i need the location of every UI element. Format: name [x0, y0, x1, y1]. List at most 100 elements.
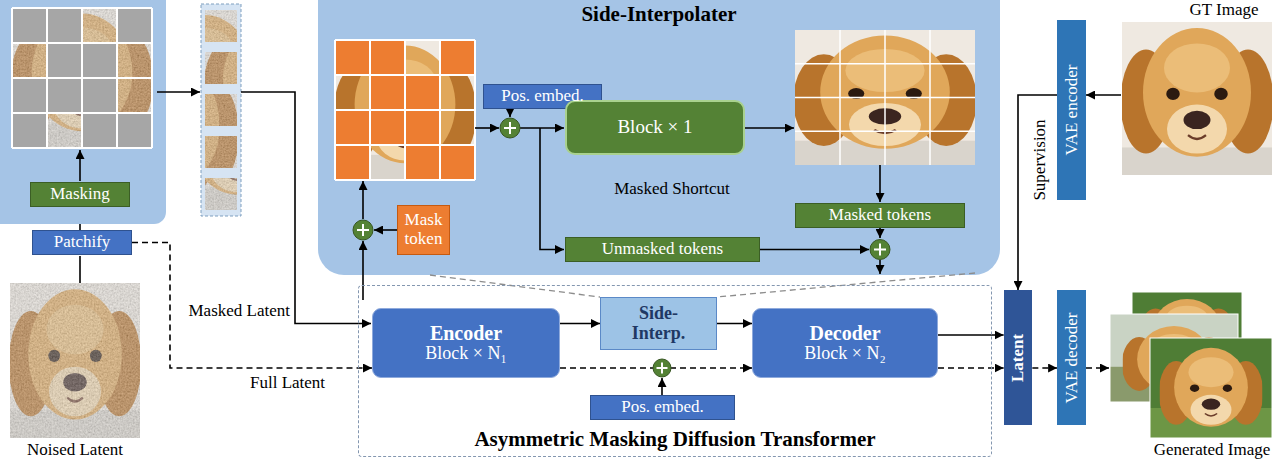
box-label: Encoder: [430, 322, 502, 344]
masked-patch: [117, 113, 152, 148]
masked-token-grid: [370, 75, 405, 110]
flow-line: [879, 165, 881, 202]
flow-line: [879, 228, 881, 238]
masked-patch: [47, 78, 82, 113]
masking-panel: [12, 8, 152, 148]
flow-line: [509, 109, 511, 117]
flow-line: [520, 127, 564, 129]
masking-panel: [0, 0, 166, 224]
flow-line: [760, 249, 869, 251]
box-label: Masking: [50, 185, 110, 204]
connector: [560, 323, 600, 325]
masked-token-grid: [405, 75, 440, 110]
token-strip: [108, 4, 335, 216]
image-caption: GT Image: [1189, 1, 1258, 20]
box-label: Decoder: [809, 322, 880, 344]
masked-token-grid: [440, 40, 475, 75]
annotation: Masked Shortcut: [614, 180, 730, 199]
zoom-line: [430, 275, 600, 297]
masked-patch: [82, 113, 117, 148]
add-operator: [357, 224, 369, 236]
flow-line: [661, 378, 663, 395]
flow-line: [79, 256, 81, 283]
box-sublabel: Block × N₂: [804, 344, 885, 364]
token-strip: [108, 62, 239, 190]
masked-patch: [47, 43, 82, 78]
token-strip: [172, 82, 303, 210]
masked-patch: [12, 113, 47, 148]
token-strip: [172, 82, 303, 210]
token-box: Mask token: [397, 205, 450, 255]
masked-token-grid: [440, 145, 475, 180]
process-box: Patchify: [32, 230, 132, 255]
flow-line: [80, 92, 1121, 395]
encoder-box: EncoderBlock × N₁: [372, 308, 560, 378]
masked-token-grid: [335, 145, 370, 180]
generated-images: [1150, 338, 1272, 438]
box-label: Side-Interpolater: [581, 3, 736, 26]
noised-latent-image: [9, 283, 142, 438]
masked-token-grid: [335, 40, 370, 75]
masked-patch: [82, 78, 117, 113]
masked-patch: [117, 8, 152, 43]
label-text: Supervision: [1030, 119, 1049, 200]
label-text: Masked Shortcut: [614, 179, 730, 198]
flow-line: [362, 241, 364, 300]
annotation: Supervision: [1031, 119, 1050, 200]
label-text: Generated Image: [1154, 440, 1271, 459]
flow-line: [1086, 367, 1109, 369]
masked-token-grid: [405, 110, 440, 145]
generated-images: [1110, 292, 1272, 438]
add-operator: [874, 244, 886, 256]
connector: [1018, 95, 1057, 290]
label-text: Full Latent: [250, 373, 325, 392]
flow-line: [79, 150, 81, 181]
connector: [132, 243, 372, 369]
masked-patch: [47, 8, 82, 43]
image-caption: Noised Latent: [27, 441, 123, 460]
flow-line: [475, 127, 499, 129]
box-label: Unmasked tokens: [602, 240, 723, 259]
box-label: Asymmetric Masking Diffusion Transformer: [474, 428, 875, 451]
box-label: Latent: [1009, 333, 1028, 381]
masked-token-grid: [334, 40, 477, 180]
flow-line: [879, 260, 881, 274]
path-label: Full Latent: [250, 374, 325, 393]
label-text: Noised Latent: [27, 440, 123, 459]
masked-patch: [12, 8, 152, 148]
add-operator: [657, 363, 668, 374]
box-label: Side-Interp.: [622, 304, 696, 344]
connector: [717, 323, 752, 325]
box-label: Block × 1: [617, 117, 692, 138]
masked-patch: [12, 8, 47, 43]
reconstructed-grid: [793, 30, 977, 165]
box-label: VAE decoder: [1062, 312, 1081, 403]
path-label: Masked Latent: [189, 302, 291, 321]
panel-fill: [318, 0, 1000, 275]
embedding-box: Pos. embed.: [590, 395, 735, 420]
masked-token-grid: [334, 40, 477, 180]
token-box: Masked tokens: [795, 203, 965, 228]
module-panel: Side-InterpolaterPos. embed. Block × 1 Mas…: [318, 0, 1000, 275]
flow-line: [540, 128, 564, 250]
noised-latent-image: [9, 283, 142, 438]
add-operator: [504, 122, 516, 134]
masked-token-grid: [405, 145, 440, 180]
masked-token-grid: [335, 40, 475, 180]
token-strip: [108, 62, 239, 190]
module-box: Side-Interp.: [600, 297, 717, 350]
box-label: VAE encoder: [1062, 65, 1081, 156]
masked-token-grid: [335, 40, 475, 180]
model-panel: Asymmetric Masking Diffusion Transformer…: [358, 285, 992, 457]
flow-line: [362, 181, 364, 219]
vae-box: VAE decoder: [1057, 290, 1086, 425]
block-box: Block × 1: [565, 100, 745, 155]
flow-line: [374, 229, 397, 231]
add-operator: [500, 118, 520, 138]
box-label: Pos. embed.: [501, 87, 584, 106]
masked-token-grid: [370, 110, 405, 145]
gt-image: [1121, 22, 1274, 175]
